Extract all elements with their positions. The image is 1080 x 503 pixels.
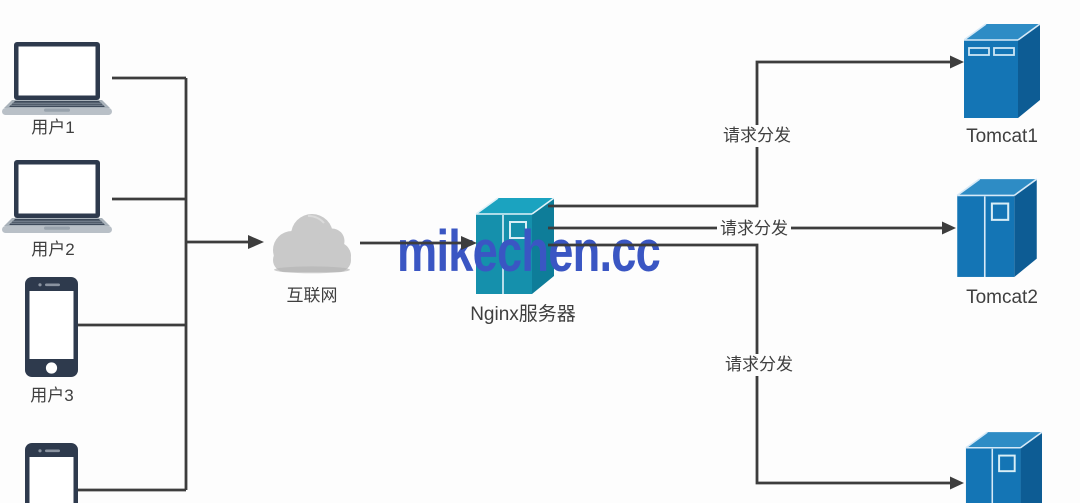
arrowhead-internet bbox=[248, 235, 264, 249]
server-icon bbox=[955, 175, 1039, 280]
tomcat1-label: Tomcat1 bbox=[966, 126, 1038, 147]
cloud-icon bbox=[262, 206, 362, 278]
nginx-label: Nginx服务器 bbox=[470, 304, 576, 325]
smartphone-icon bbox=[25, 443, 78, 503]
user1-label: 用户1 bbox=[31, 118, 75, 137]
server-icon bbox=[474, 194, 554, 296]
user3-label: 用户3 bbox=[30, 386, 74, 405]
internet-label: 互联网 bbox=[286, 286, 338, 305]
server-icon bbox=[964, 428, 1042, 503]
arrowhead-tomcat3 bbox=[950, 476, 964, 490]
dispatch-label-1: 请求分发 bbox=[720, 125, 794, 147]
tomcat2-label: Tomcat2 bbox=[966, 287, 1038, 308]
arrowhead-tomcat2 bbox=[942, 221, 956, 235]
arrowhead-tomcat1 bbox=[950, 55, 964, 69]
dispatch-label-3: 请求分发 bbox=[722, 354, 796, 376]
server-icon bbox=[964, 22, 1040, 120]
watermark-text: mikechen.cc bbox=[397, 219, 661, 284]
laptop-icon bbox=[2, 160, 112, 234]
laptop-icon bbox=[2, 42, 112, 116]
smartphone-icon bbox=[25, 277, 78, 377]
dispatch-label-2: 请求分发 bbox=[717, 218, 791, 240]
user2-label: 用户2 bbox=[31, 240, 75, 259]
arrowhead-nginx bbox=[461, 236, 477, 250]
